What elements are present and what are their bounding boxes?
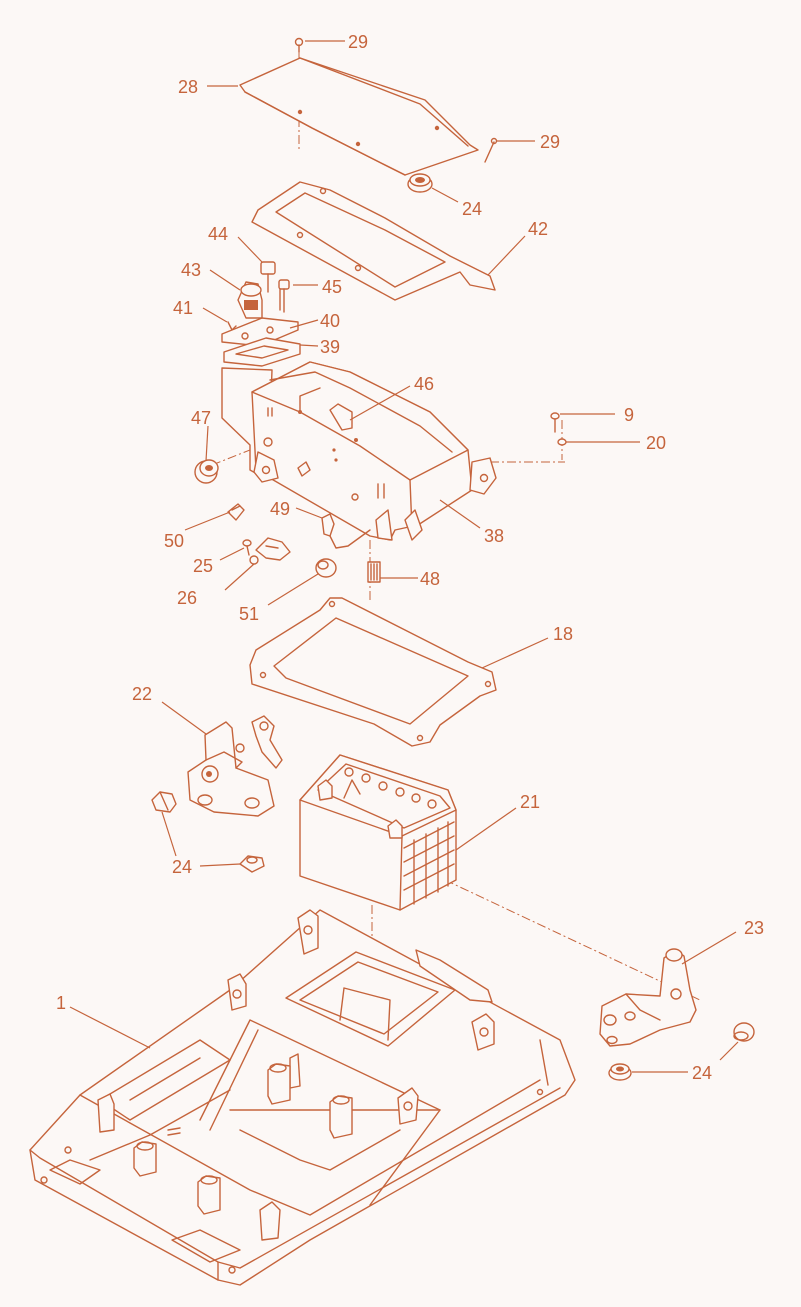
- label-part-18: 18: [553, 624, 573, 644]
- label-part-47: 47: [191, 408, 211, 428]
- label-part-44: 44: [208, 224, 228, 244]
- seal-part-39: [223, 337, 301, 367]
- label-part-38: 38: [484, 526, 504, 546]
- label-part-29-side: 29: [540, 132, 560, 152]
- bracket-part-22: [187, 715, 283, 817]
- label-part-49: 49: [270, 499, 290, 519]
- screw-part-29-side: [484, 137, 498, 163]
- label-part-51: 51: [239, 604, 259, 624]
- mat-part-18: [249, 597, 497, 747]
- label-part-48: 48: [420, 569, 440, 589]
- part-labels: 29 28 29 24 42 44 43 45 41 40 39 46 9 20…: [56, 32, 764, 1083]
- battery-part-21: [299, 754, 457, 911]
- clip-part-50: [227, 503, 245, 521]
- label-part-24-right: 24: [692, 1063, 712, 1083]
- grommet-part-24-right: [608, 1063, 632, 1081]
- bracket-part-23: [599, 948, 697, 1047]
- grommet-part-24-top: [407, 173, 433, 193]
- plate-part-40: [221, 317, 299, 347]
- socket-part-43: [237, 281, 263, 319]
- connector-part-26: [249, 537, 291, 565]
- label-part-24-top: 24: [462, 199, 482, 219]
- label-part-42: 42: [528, 219, 548, 239]
- label-part-9: 9: [624, 405, 634, 425]
- label-part-45: 45: [322, 277, 342, 297]
- label-part-26: 26: [177, 588, 197, 608]
- label-part-1: 1: [56, 993, 66, 1013]
- battery-grid-pattern: [403, 821, 455, 905]
- grommet-part-24-left: [239, 855, 265, 873]
- bolt-part-45: [278, 279, 290, 313]
- label-part-24-left: 24: [172, 857, 192, 877]
- label-part-25: 25: [193, 556, 213, 576]
- label-part-40: 40: [320, 311, 340, 331]
- screw-part-9: [550, 412, 560, 433]
- label-part-22: 22: [132, 684, 152, 704]
- battery-cell-caps: [344, 767, 437, 809]
- bumper-part-24-right: [733, 1022, 755, 1042]
- leader-lines: [69, 40, 739, 1073]
- label-part-39: 39: [320, 337, 340, 357]
- fuse-part-48: [367, 561, 381, 583]
- gasket-part-42: [251, 181, 496, 301]
- label-part-46: 46: [414, 374, 434, 394]
- bolt-part-25: [242, 539, 252, 556]
- label-part-28: 28: [178, 77, 198, 97]
- label-part-43: 43: [181, 260, 201, 280]
- terminal-part-49: [321, 513, 371, 549]
- screw-part-29-top: [294, 37, 304, 53]
- washer-part-20: [557, 438, 567, 446]
- label-part-29-top: 29: [348, 32, 368, 52]
- grommet-part-51: [315, 558, 337, 578]
- cap-part-44: [260, 261, 276, 293]
- label-part-23: 23: [744, 918, 764, 938]
- bumper-part-24-left: [151, 791, 177, 813]
- top-cover-part-28: [239, 57, 479, 176]
- base-tray-part-1: [29, 909, 576, 1286]
- label-part-50: 50: [164, 531, 184, 551]
- label-part-21: 21: [520, 792, 540, 812]
- label-part-41: 41: [173, 298, 193, 318]
- battery-box-part-38: [221, 361, 497, 541]
- plug-part-47: [194, 459, 219, 484]
- label-part-20: 20: [646, 433, 666, 453]
